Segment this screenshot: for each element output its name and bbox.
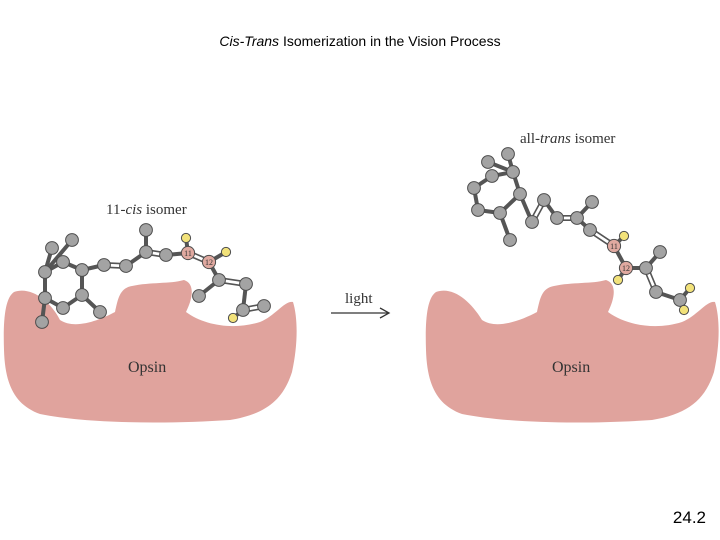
carbon-atom	[673, 293, 687, 307]
hydrogen-atom	[227, 312, 239, 324]
carbon-atom	[38, 291, 52, 305]
carbon-atom	[481, 155, 495, 169]
carbon-atom	[212, 273, 226, 287]
carbon-atom	[139, 223, 153, 237]
carbon-atom	[493, 206, 507, 220]
title-rest: Isomerization in the Vision Process	[279, 33, 501, 49]
left-panel: 11 12 11-cis isomer Opsin	[3, 202, 297, 423]
light-arrow: light	[331, 291, 391, 319]
right-panel: 11 12 all-trans isomer Opsin	[425, 131, 719, 423]
carbon-atom	[585, 195, 599, 209]
carbon-atom	[639, 261, 653, 275]
carbon-number-label: 12	[205, 258, 213, 267]
isomer-label-11-cis: 11-cis isomer	[106, 202, 187, 218]
opsin-label-right: Opsin	[552, 359, 590, 376]
arrow-head-icon	[379, 307, 391, 319]
carbon-atom	[583, 223, 597, 237]
carbon-atom	[471, 203, 485, 217]
carbon-atom	[239, 277, 253, 291]
carbon-atom	[485, 169, 499, 183]
carbon-atom	[35, 315, 49, 329]
carbon-atom	[38, 265, 52, 279]
atom-spheres: 11 12	[467, 147, 696, 316]
opsin-protein-left	[3, 280, 297, 423]
isomer-label-all-trans: all-trans isomer	[520, 131, 615, 147]
labeled-carbon-atom	[201, 254, 217, 270]
title-italic: Cis-Trans	[219, 33, 280, 49]
carbon-atom	[550, 211, 564, 225]
carbon-atom	[653, 245, 667, 259]
retinal-all-trans-molecule: 11 12	[467, 147, 696, 316]
carbon-atom	[75, 288, 89, 302]
retinal-11-cis-molecule: 11 12	[35, 223, 271, 329]
carbon-atom	[257, 299, 271, 313]
carbon-atom	[56, 301, 70, 315]
hydrogen-atom	[180, 232, 192, 244]
carbon-atom	[501, 147, 515, 161]
carbon-atom	[513, 187, 527, 201]
hydrogen-atom	[618, 230, 630, 242]
carbon-atom	[75, 263, 89, 277]
hydrogen-atom	[684, 282, 696, 294]
opsin-label-left: Opsin	[128, 359, 166, 376]
carbon-atom	[506, 165, 520, 179]
labeled-carbon-atom	[180, 245, 196, 261]
labeled-carbon-atom	[606, 238, 622, 254]
carbon-atom	[236, 303, 250, 317]
hydrogen-atom	[678, 304, 690, 316]
page-number: 24.2	[672, 508, 706, 527]
slide-title: Cis-Trans Isomerization in the Vision Pr…	[0, 33, 720, 49]
hydrogen-atom	[220, 246, 232, 258]
atom-spheres: 11 12	[35, 223, 271, 329]
hydrogen-atom	[612, 274, 624, 286]
single-bond	[43, 238, 74, 274]
carbon-atom	[45, 241, 59, 255]
carbon-atom	[159, 248, 173, 262]
carbon-atom	[503, 233, 517, 247]
opsin-protein-right	[425, 280, 719, 423]
carbon-atom	[525, 215, 539, 229]
carbon-atom	[467, 181, 481, 195]
carbon-atom	[570, 211, 584, 225]
carbon-number-label: 11	[184, 249, 192, 258]
light-label: light	[345, 291, 373, 307]
carbon-atom	[97, 258, 111, 272]
carbon-atom	[119, 259, 133, 273]
carbon-atom	[192, 289, 206, 303]
carbon-atom	[65, 233, 79, 247]
carbon-atom	[56, 255, 70, 269]
carbon-number-label: 12	[622, 264, 630, 273]
carbon-atom	[93, 305, 107, 319]
carbon-atom	[649, 285, 663, 299]
carbon-atom	[537, 193, 551, 207]
carbon-number-label: 11	[610, 242, 618, 251]
carbon-atom	[139, 245, 153, 259]
labeled-carbon-atom	[618, 260, 634, 276]
